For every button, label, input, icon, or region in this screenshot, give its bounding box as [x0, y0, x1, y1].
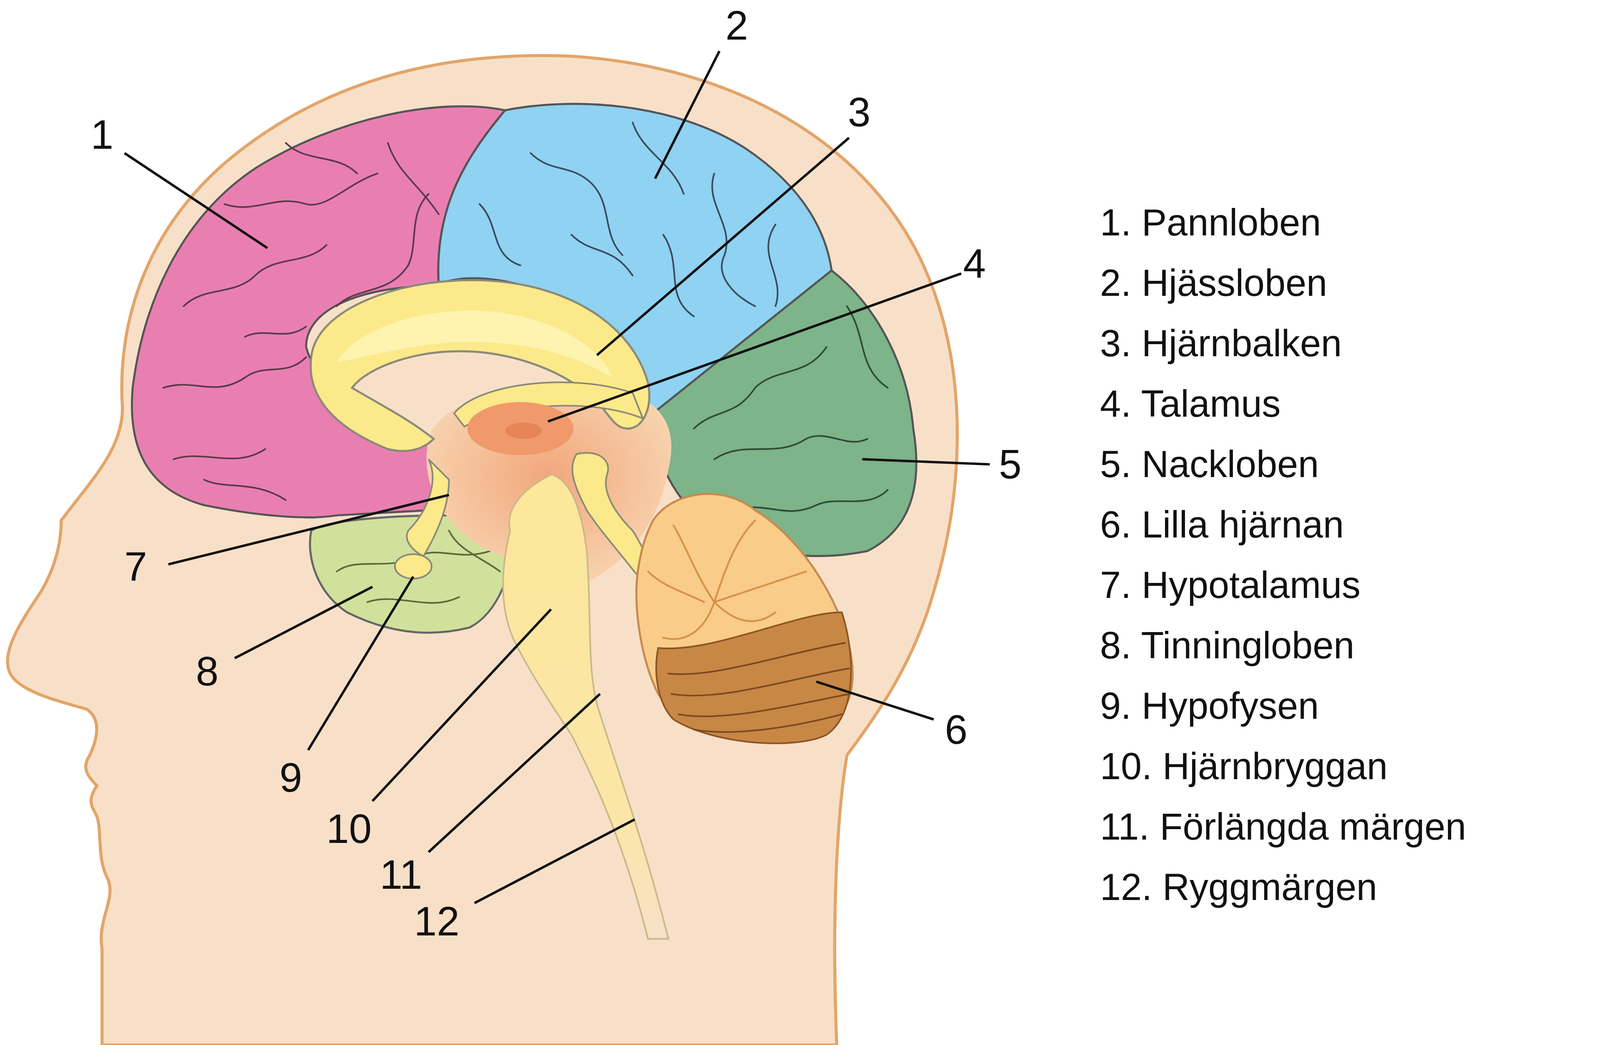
callout-number: 2: [725, 5, 749, 46]
gyrus-line: [285, 142, 358, 174]
gyrus-line: [734, 490, 888, 512]
legend-entry: 2. Hjässloben: [1100, 264, 1328, 302]
gyrus-line: [571, 234, 633, 276]
thalamus: [467, 402, 574, 455]
callout-number: 12: [414, 900, 460, 942]
gyrus-line: [632, 122, 684, 194]
cerebellum-stripes: [668, 642, 850, 733]
callout-number: 3: [847, 91, 871, 133]
gyrus-line: [245, 326, 307, 337]
leader-lines: [124, 51, 990, 904]
legend-entry: 5. Nackloben: [1100, 445, 1319, 483]
callout-number: 4: [963, 242, 987, 284]
gyrus-line: [204, 479, 286, 500]
occipital-gyri: [693, 306, 888, 512]
leader-line: [655, 51, 720, 179]
stripe-line: [678, 693, 850, 717]
leader-line: [428, 693, 600, 853]
cerebellum-cortex: [656, 612, 851, 744]
legend-entry: 6. Lilla hjärnan: [1100, 505, 1344, 544]
gyrus-line: [224, 173, 378, 208]
callout-number: 7: [124, 545, 148, 587]
gyrus-line: [367, 597, 460, 603]
callout-number: 8: [195, 650, 219, 692]
leader-line: [597, 137, 850, 356]
gyrus-line: [714, 435, 868, 460]
legend-entry: 8. Tinningloben: [1100, 626, 1355, 665]
legend-entry: 12. Ryggmärgen: [1100, 868, 1378, 906]
leader-line: [547, 273, 962, 422]
callout-number: 5: [998, 443, 1022, 485]
gyrus-line: [768, 224, 778, 307]
legend-entry: 4. Talamus: [1100, 385, 1281, 423]
thalamus-core: [505, 422, 542, 439]
gyrus-line: [387, 142, 439, 215]
folia-line: [714, 602, 776, 622]
corpus-callosum-highlight: [336, 310, 613, 378]
cerebellum-folia: [647, 520, 807, 640]
callout-number: 10: [326, 808, 372, 850]
leader-line: [234, 586, 373, 658]
pituitary-stalk: [406, 459, 449, 557]
folia-line: [663, 602, 715, 640]
folia-line: [714, 571, 806, 603]
gyrus-line: [479, 204, 521, 266]
leader-line: [124, 152, 268, 248]
gyrus-line: [183, 245, 327, 307]
leader-line: [862, 459, 990, 465]
leader-line: [308, 576, 414, 750]
callout-number: 6: [944, 709, 968, 750]
stripe-line: [671, 668, 849, 696]
leader-line: [474, 819, 635, 904]
legend-entry: 3. Hjärnbalken: [1100, 324, 1342, 363]
legend-entry: 1. Pannloben: [1100, 203, 1321, 242]
legend-entry: 9. Hypofysen: [1100, 687, 1319, 725]
gyrus-line: [173, 449, 265, 460]
head-outline: [7, 55, 958, 1045]
folia-line: [647, 571, 705, 603]
callout-number: 1: [90, 114, 114, 155]
stripe-line: [668, 642, 845, 675]
leader-line: [372, 609, 552, 801]
gyrus-line: [847, 306, 888, 388]
stripe-line: [693, 714, 842, 732]
leader-line: [168, 495, 449, 565]
pituitary-gland: [395, 554, 432, 579]
legend-entry: 7. Hypotalamus: [1100, 566, 1361, 604]
gyrus-line: [693, 347, 827, 429]
gyrus-line: [163, 357, 307, 388]
callout-number: 9: [279, 757, 303, 798]
callout-number: 11: [380, 854, 423, 895]
legend-entry: 11. Förlängda märgen: [1100, 807, 1467, 846]
legend-entry: 10. Hjärnbryggan: [1100, 747, 1388, 785]
gyrus-line: [712, 173, 755, 306]
leader-line: [816, 681, 934, 720]
